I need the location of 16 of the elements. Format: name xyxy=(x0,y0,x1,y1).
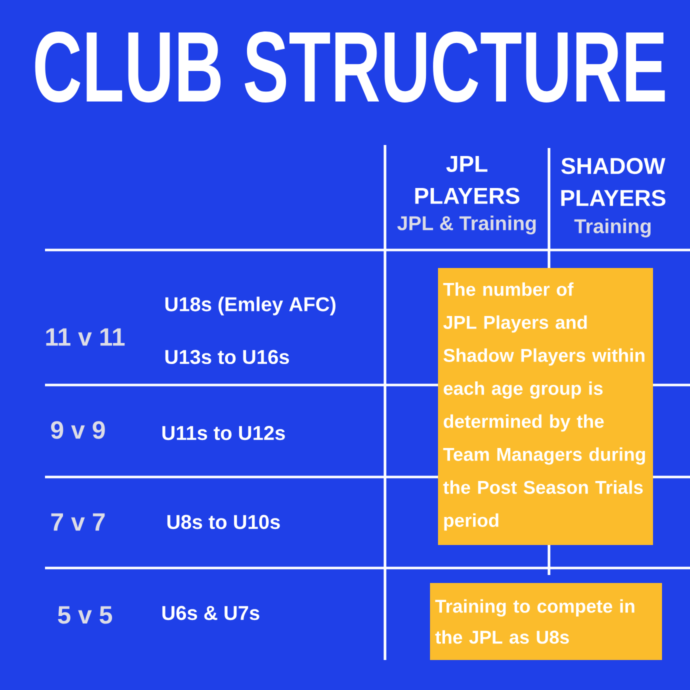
note-box: Training to compete in the JPL as U8s xyxy=(430,583,662,660)
format-label: 11 v 11 xyxy=(46,328,125,346)
column-subheader: JPL & Training xyxy=(397,216,536,234)
title: CLUB STRUCTURE xyxy=(35,31,665,102)
age-group-label: U6s & U7s xyxy=(162,606,260,620)
format-label: 7 v 7 xyxy=(51,513,105,531)
age-group-label: U13s to U16s xyxy=(165,350,289,364)
column-subheader: Training xyxy=(574,218,651,238)
format-label: 5 v 5 xyxy=(58,606,112,624)
age-group-label: U11s to U12s xyxy=(162,426,285,440)
format-label: 9 v 9 xyxy=(51,421,105,439)
note-box: The number of JPL Players and Shadow Players within each age group is determined by the Team Managers during the Post Season Trials period xyxy=(438,268,653,545)
column-header: JPL PLAYERS xyxy=(415,156,520,204)
column-header: SHADOW PLAYERS xyxy=(561,158,666,206)
age-group-label: U18s (Emley AFC) xyxy=(165,296,336,316)
age-group-label: U8s to U10s xyxy=(167,514,280,530)
